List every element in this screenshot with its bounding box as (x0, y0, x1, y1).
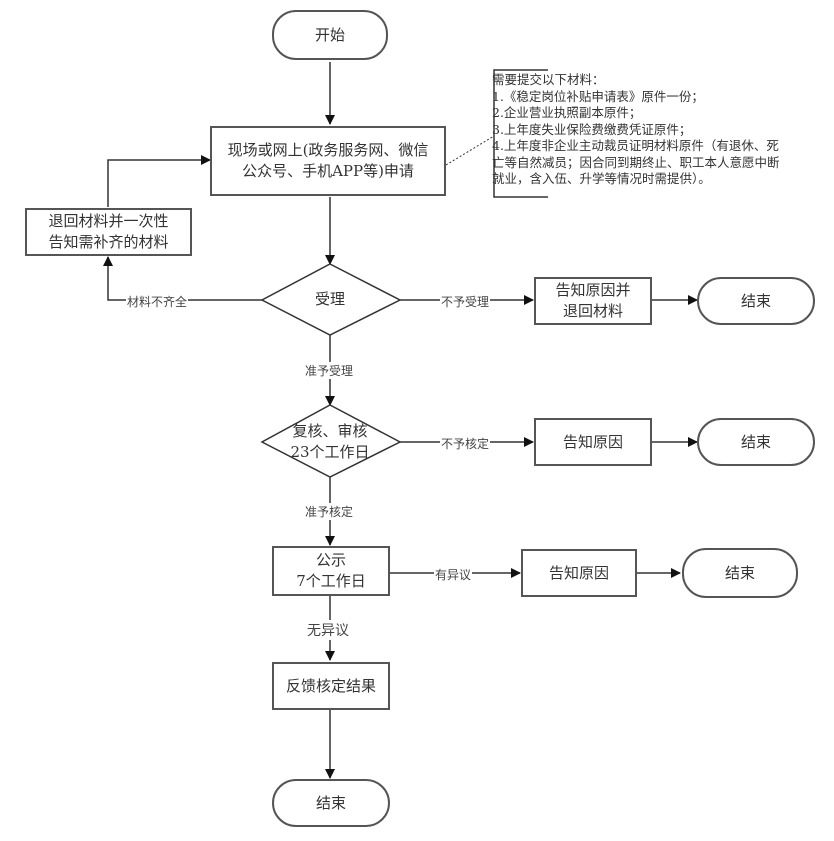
required-materials-note: 需要提交以下材料： 1.《稳定岗位补贴申请表》原件一份； 2.企业营业执照副本原… (492, 72, 822, 188)
note-line: 就业，含入伍、升学等情况时需提供）。 (492, 171, 711, 186)
edge-label-approved: 准予核定 (304, 503, 355, 520)
edge-incomplete (103, 256, 262, 301)
start-label: 开始 (314, 25, 345, 44)
edge-return-apply (107, 155, 211, 207)
edge-label-incomplete: 材料不齐全 (126, 293, 189, 310)
note-line: 亡等自然减员；因合同到期终止、职工本人意愿中断 (492, 154, 780, 170)
end-terminal-1: 结束 (697, 277, 815, 325)
objection-label: 告知原因 (548, 563, 609, 582)
accept-diamond (260, 263, 402, 336)
edge-label-accepted: 准予受理 (304, 362, 355, 379)
publicity-line2: 7个工作日 (296, 572, 366, 590)
return-materials-line1: 退回材料并一次性 (48, 212, 169, 230)
accept-decision-label: 受理 (314, 290, 345, 308)
apply-label-line1: 现场或网上(政务服务网、微信 (227, 141, 429, 159)
end-terminal-3: 结束 (682, 548, 798, 598)
note-line: 1.《稳定岗位补贴申请表》原件一份； (492, 88, 704, 104)
end-1-label: 结束 (740, 291, 771, 310)
start-terminal: 开始 (272, 10, 388, 60)
reject-accept-line1: 告知原因并 (555, 281, 631, 299)
note-line: 需要提交以下材料： (492, 72, 605, 87)
reject-review-box: 告知原因 (534, 418, 652, 466)
note-connector (445, 135, 495, 166)
note-line: 2.企业营业执照副本原件； (492, 105, 642, 120)
end-terminal-2: 结束 (697, 418, 815, 466)
reject-accept-box: 告知原因并 退回材料 (534, 277, 652, 325)
edge-label-not-approved: 不予核定 (440, 435, 491, 452)
note-line: 3.上年度失业保险费缴费凭证原件； (492, 121, 692, 137)
apply-box: 现场或网上(政务服务网、微信 公众号、手机APP等)申请 (210, 126, 446, 196)
edge-label-has-objection: 有异议 (434, 566, 473, 583)
reject-accept-line2: 退回材料 (562, 302, 623, 320)
review-decision-label: 复核、审核 23个工作日 (290, 422, 370, 461)
publicity-line1: 公示 (315, 551, 346, 569)
feedback-box: 反馈核定结果 (272, 662, 390, 710)
note-line: 4.上年度非企业主动裁员证明材料原件（有退休、死 (492, 138, 779, 153)
objection-box: 告知原因 (521, 549, 637, 597)
end-final-label: 结束 (315, 793, 346, 812)
edge-label-no-objection: 无异议 (306, 620, 350, 640)
apply-label-line2: 公众号、手机APP等)申请 (242, 162, 414, 180)
end-terminal-final: 结束 (272, 779, 390, 827)
review-diamond (260, 404, 402, 478)
end-2-label: 结束 (740, 432, 771, 451)
return-materials-box: 退回材料并一次性 告知需补齐的材料 (25, 208, 192, 256)
publicity-box: 公示 7个工作日 (272, 546, 390, 596)
reject-review-label: 告知原因 (562, 432, 623, 451)
note-bracket (493, 69, 548, 198)
return-materials-line2: 告知需补齐的材料 (48, 233, 169, 251)
edge-label-not-accepted: 不予受理 (440, 293, 491, 310)
end-3-label: 结束 (724, 563, 755, 582)
feedback-label: 反馈核定结果 (285, 676, 376, 695)
